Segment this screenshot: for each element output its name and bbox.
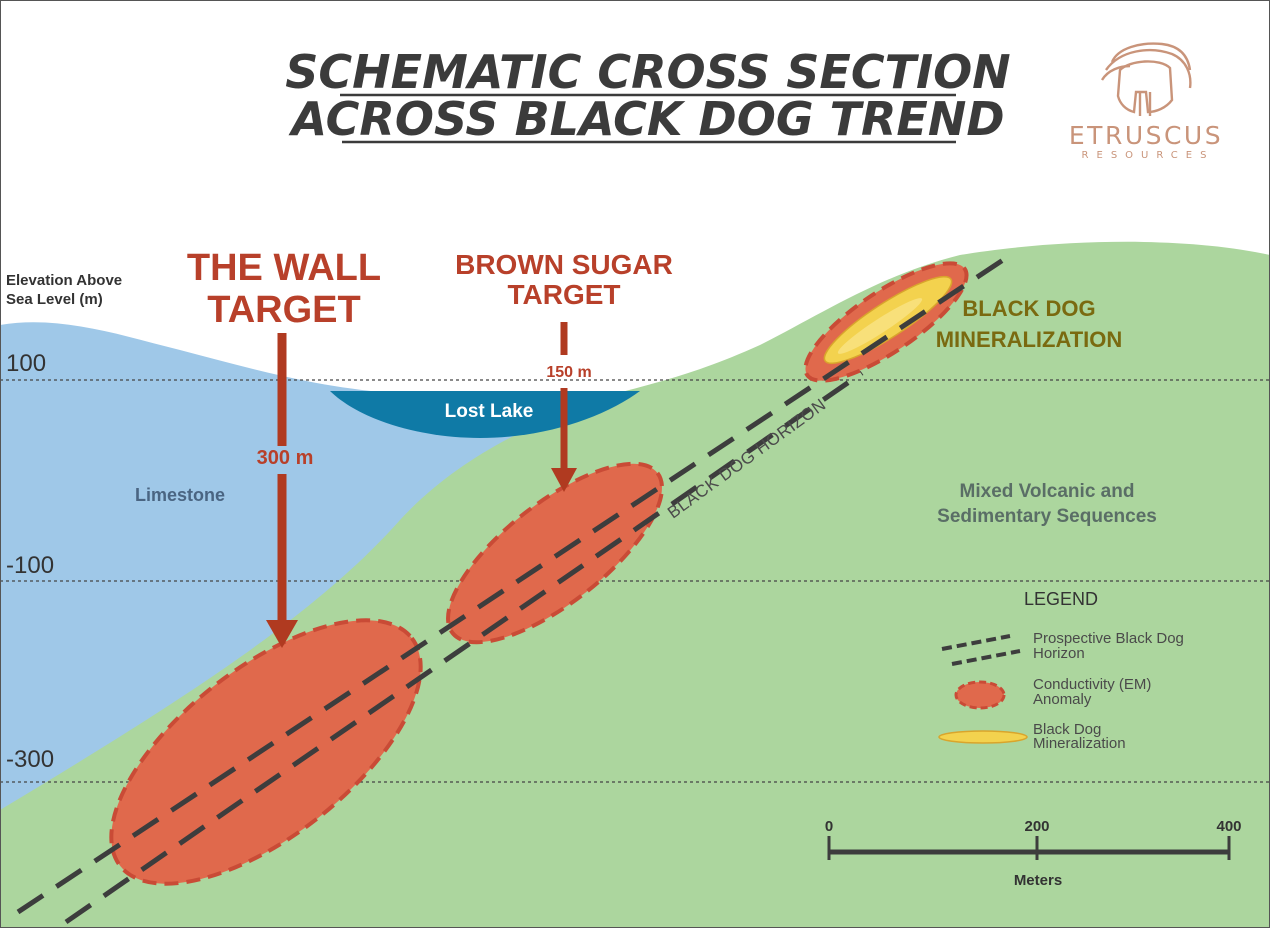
scale-tick-400: 400 (1216, 818, 1241, 835)
legend-anomaly-label-1: Conductivity (EM) (1033, 676, 1151, 693)
spartan-helmet-icon (1100, 42, 1192, 116)
elevation-axis-label-1: Elevation Above (6, 272, 122, 289)
legend-anomaly-label-2: Anomaly (1033, 691, 1092, 708)
legend-anomaly-symbol (954, 680, 1006, 710)
elevation-tick-100: 100 (6, 350, 46, 377)
mineralization-lens-inner (837, 298, 923, 354)
logo-sub: RESOURCES (1082, 150, 1215, 161)
scale-tick-0: 0 (825, 818, 833, 835)
brown-sugar-label-1: BROWN SUGAR (455, 249, 673, 280)
mineralization-label-2: MINERALIZATION (936, 327, 1123, 352)
legend-mineralization-symbol (938, 730, 1028, 744)
wall-target-label-1: THE WALL (187, 247, 381, 289)
scale-tick-200: 200 (1024, 818, 1049, 835)
legend-mineralization-label-1: Black Dog (1033, 721, 1101, 738)
lost-lake-label: Lost Lake (445, 401, 534, 422)
brown-sugar-depth: 150 m (546, 364, 591, 381)
horizon-line-lower (64, 370, 864, 925)
legend-horizon-label-1: Prospective Black Dog (1033, 630, 1184, 647)
mineralization-label-1: BLACK DOG (962, 296, 1095, 321)
volcanic-label-2: Sedimentary Sequences (937, 506, 1157, 527)
brown-sugar-label-2: TARGET (507, 279, 620, 310)
scale-bar (827, 836, 1231, 860)
brown-sugar-arrow-head (551, 468, 577, 492)
logo-name: ETRUSCUS (1069, 121, 1223, 150)
elevation-tick-minus-100: -100 (6, 552, 54, 579)
wall-arrow-head (266, 620, 298, 648)
legend-horizon-label-2: Horizon (1033, 645, 1085, 662)
wall-target-label-2: TARGET (207, 289, 360, 331)
wall-anomaly (109, 618, 423, 886)
legend-title: LEGEND (1024, 589, 1098, 609)
wall-target-depth: 300 m (257, 447, 314, 469)
legend-mineralization-label-2: Mineralization (1033, 735, 1126, 752)
elevation-tick-minus-300: -300 (6, 746, 54, 773)
volcanic-label-1: Mixed Volcanic and (960, 481, 1135, 502)
legend-horizon-symbol (941, 634, 1021, 666)
title-line-2: ACROSS BLACK DOG TREND (288, 92, 1004, 146)
elevation-axis-label-2: Sea Level (m) (6, 291, 103, 308)
limestone-label: Limestone (135, 485, 225, 505)
title-line-1: SCHEMATIC CROSS SECTION (285, 45, 1010, 99)
brown-sugar-anomaly (446, 461, 664, 645)
horizon-line-upper (16, 257, 1005, 915)
scale-unit: Meters (1014, 872, 1062, 889)
